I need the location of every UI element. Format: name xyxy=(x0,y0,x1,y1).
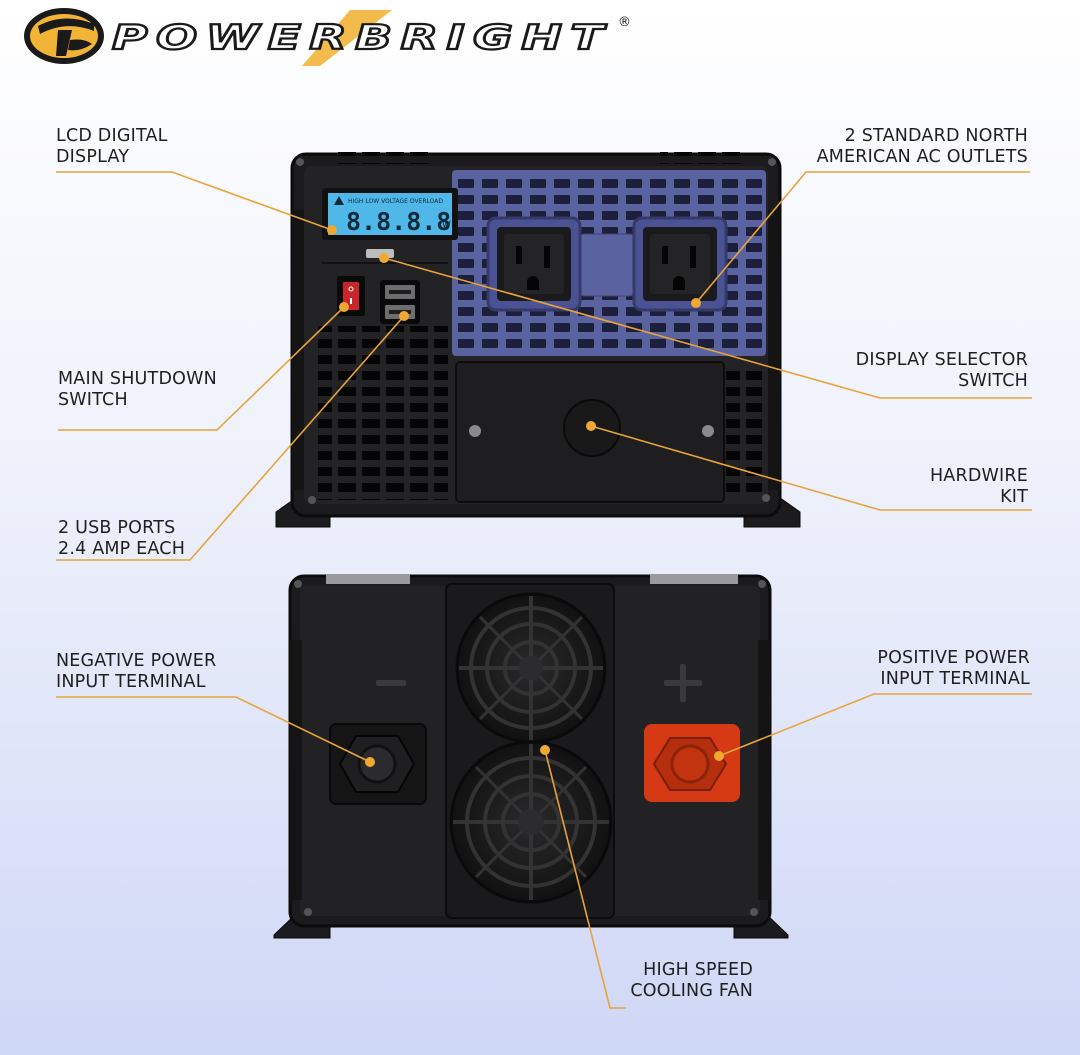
cooling-fan xyxy=(449,740,613,904)
negative-power-terminal[interactable] xyxy=(329,723,427,805)
inverter-rear-view xyxy=(273,574,789,939)
label-lcd-display: LCD DIGITAL DISPLAY xyxy=(56,126,168,167)
ac-outlet-right[interactable] xyxy=(632,216,728,312)
registered-mark: ® xyxy=(618,15,631,30)
fan-icon xyxy=(455,592,607,744)
label-usb-ports: 2 USB PORTS 2.4 AMP EACH xyxy=(58,518,186,559)
lcd-header-text: HIGH LOW VOLTAGE OVERLOAD xyxy=(348,198,443,205)
plus-icon xyxy=(664,664,702,702)
ac-outlet-left[interactable] xyxy=(486,216,582,312)
label-ac-outlets: 2 STANDARD NORTH AMERICAN AC OUTLETS xyxy=(816,126,1028,167)
lcd-display: HIGH LOW VOLTAGE OVERLOAD 8.8.8.8 W xyxy=(322,188,458,240)
usb-port-icon[interactable] xyxy=(380,280,420,324)
label-display-selector: DISPLAY SELECTOR SWITCH xyxy=(855,350,1028,391)
logo-emblem-icon xyxy=(24,8,104,64)
label-positive-terminal: POSITIVE POWER INPUT TERMINAL xyxy=(877,648,1030,689)
leader-dots xyxy=(327,225,724,767)
label-negative-terminal: NEGATIVE POWER INPUT TERMINAL xyxy=(56,651,217,692)
positive-power-terminal[interactable] xyxy=(644,724,740,802)
lcd-unit: W xyxy=(442,220,451,230)
powerbright-logo: POWERBRIGHT ® xyxy=(24,8,631,66)
lcd-digits: 8.8.8.8 xyxy=(346,207,451,236)
inverter-front-view: HIGH LOW VOLTAGE OVERLOAD 8.8.8.8 W xyxy=(275,152,801,528)
leader-lines xyxy=(56,171,1032,1009)
minus-icon xyxy=(376,680,406,686)
label-main-shutdown-switch: MAIN SHUTDOWN SWITCH xyxy=(58,369,217,410)
hardwire-kit-cover xyxy=(455,361,725,503)
label-hardwire-kit: HARDWIRE KIT xyxy=(929,466,1028,507)
label-cooling-fan: HIGH SPEED COOLING FAN xyxy=(630,960,753,1001)
logo-wordmark: POWERBRIGHT xyxy=(112,18,612,58)
